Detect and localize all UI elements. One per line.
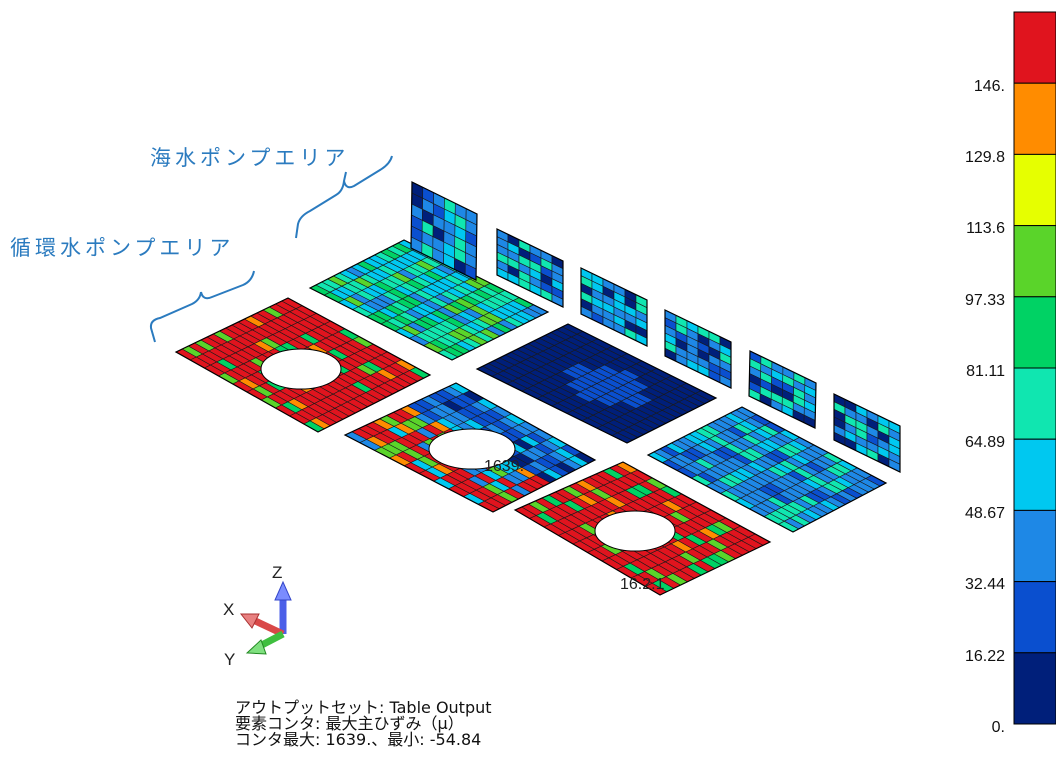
legend-value: 64.89 bbox=[964, 434, 1005, 451]
legend-swatch bbox=[1013, 82, 1056, 155]
legend-swatch bbox=[1013, 509, 1056, 583]
legend-value: 146. bbox=[973, 78, 1005, 95]
wall-panel-1 bbox=[410, 181, 478, 281]
element-contour-text: 要素コンタ: 最大主ひずみ（μ） bbox=[235, 714, 464, 733]
legend-swatch bbox=[1013, 438, 1056, 511]
output-set-text: アウトプットセット: Table Output bbox=[235, 698, 492, 717]
legend-value: 32.44 bbox=[964, 576, 1005, 594]
wall-panel-6 bbox=[833, 393, 901, 473]
legend-swatch bbox=[1013, 153, 1056, 227]
wall-panel-3 bbox=[580, 267, 648, 347]
seawater-pump-area-label: 海水ポンプエリア bbox=[150, 146, 350, 170]
min-location-marker: 16.2.1 bbox=[620, 576, 665, 593]
wall-panel-2 bbox=[496, 228, 564, 308]
plate-center-floor bbox=[475, 323, 718, 444]
plate-opening bbox=[594, 510, 676, 552]
plate-mid-hole bbox=[343, 382, 597, 513]
contour-range-text: コンタ最大: 1639.、最小: -54.84 bbox=[235, 730, 482, 749]
legend-value: 97.33 bbox=[964, 291, 1005, 309]
triad-z-label: Z bbox=[272, 563, 283, 582]
legend-swatch bbox=[1013, 296, 1056, 369]
seawater-area-brace bbox=[295, 155, 393, 239]
plate-circulating-floor bbox=[174, 297, 432, 433]
triad-y-label: Y bbox=[224, 650, 236, 669]
legend-value: 81.11 bbox=[966, 362, 1005, 380]
legend-value: 16.22 bbox=[964, 647, 1005, 665]
circulating-water-pump-area-label: 循環水ポンプエリア bbox=[10, 236, 235, 260]
legend-swatch bbox=[1013, 652, 1056, 725]
plate-opening bbox=[428, 428, 516, 470]
max-location-marker: 1639. bbox=[484, 458, 525, 475]
triad-x-label: X bbox=[223, 600, 235, 619]
legend-swatch bbox=[1013, 581, 1056, 654]
area-braces bbox=[149, 155, 393, 343]
circulating-area-brace bbox=[149, 270, 255, 343]
legend-value: 129.8 bbox=[964, 149, 1005, 167]
plate-lower-hole bbox=[513, 461, 772, 596]
plate-opening bbox=[260, 348, 342, 390]
coordinate-triad bbox=[239, 580, 292, 655]
wall-panel-5 bbox=[748, 350, 817, 429]
legend-swatch bbox=[1013, 11, 1056, 84]
legend-value: 48.67 bbox=[964, 505, 1005, 523]
plate-right-floor bbox=[646, 406, 888, 533]
legend-swatch bbox=[1013, 367, 1056, 440]
legend-swatch bbox=[1013, 225, 1056, 298]
wall-panel-4 bbox=[664, 309, 732, 389]
legend-value: 113.6 bbox=[966, 220, 1005, 238]
legend-value: 0. bbox=[991, 718, 1005, 736]
contour-legend bbox=[1013, 11, 1056, 725]
plates-layer bbox=[174, 181, 901, 596]
